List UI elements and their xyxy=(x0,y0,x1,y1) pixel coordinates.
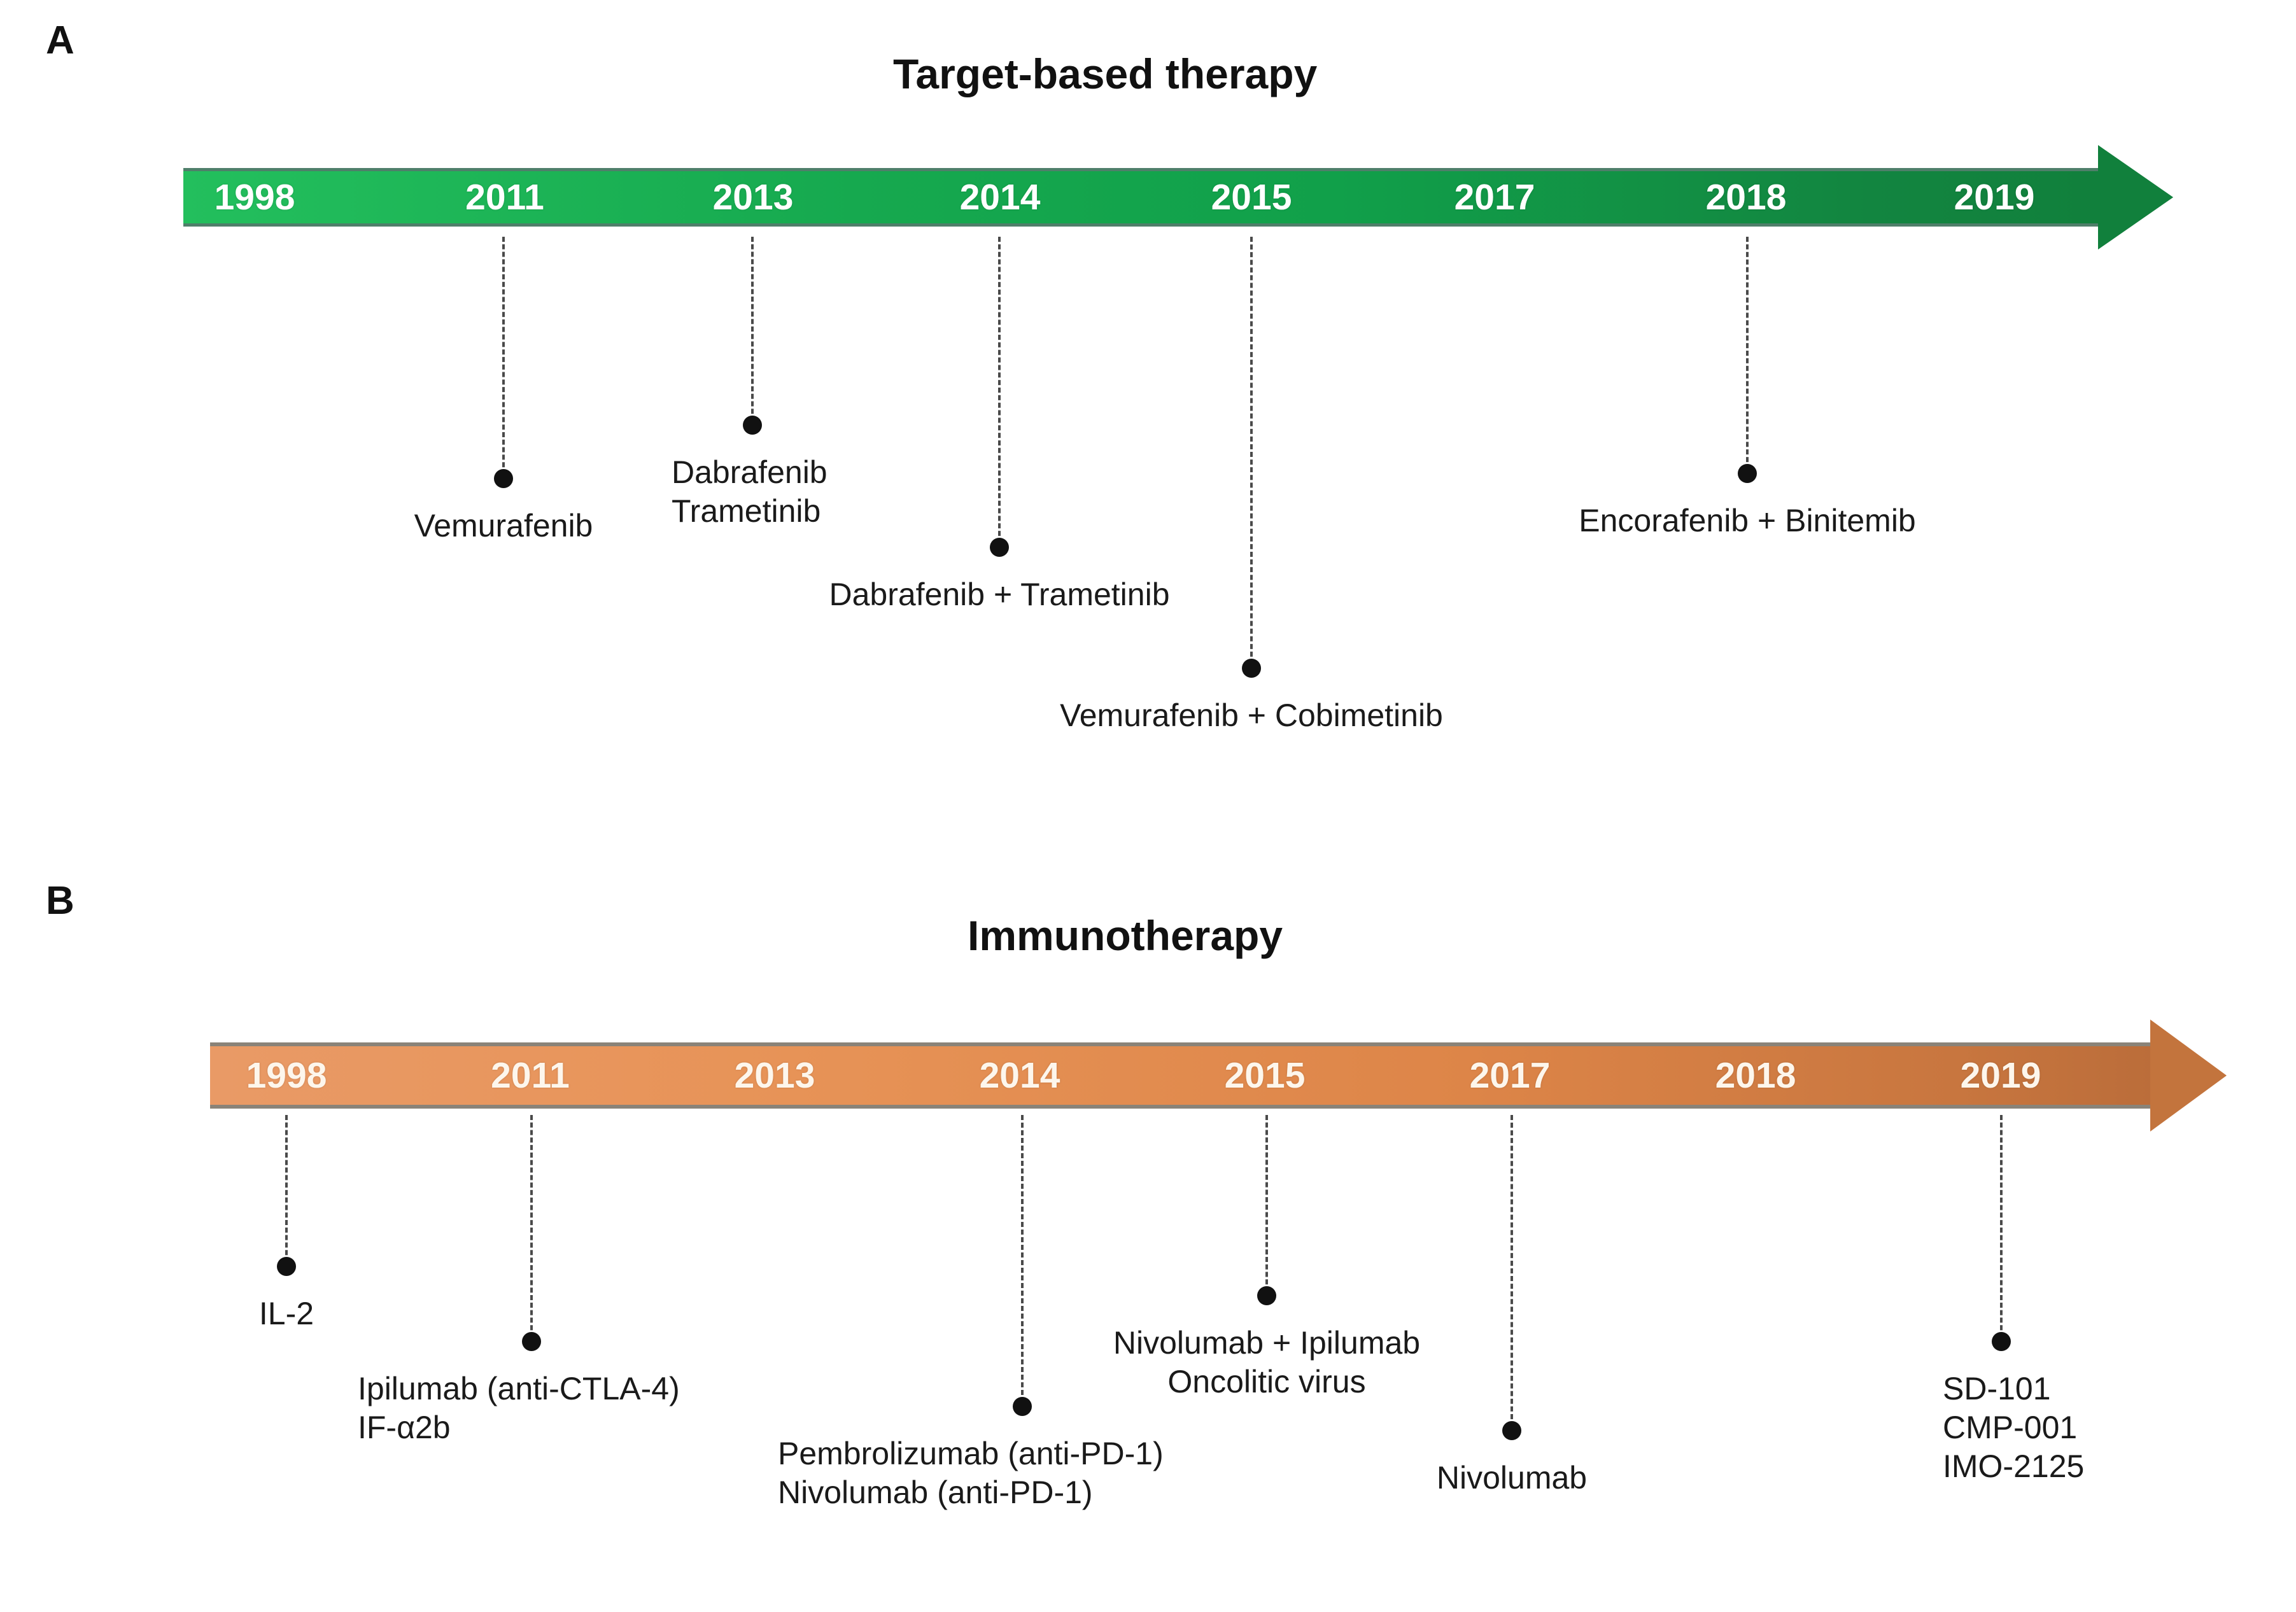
leader-line-a-2015 xyxy=(1250,237,1253,664)
event-label-a-2013: Dabrafenib Trametinib xyxy=(672,453,828,531)
year-tick-2017-a: 2017 xyxy=(1454,177,1535,218)
event-label-b-2017: Nivolumab xyxy=(1437,1459,1587,1497)
event-dot-a-2013 xyxy=(743,416,762,435)
event-label-line: Vemurafenib + Cobimetinib xyxy=(1060,697,1443,733)
leader-line-a-2014 xyxy=(998,237,1001,543)
panel-a-letter: A xyxy=(46,18,74,62)
year-tick-2018-b: 2018 xyxy=(1715,1055,1796,1096)
panel-b-title: Immunotherapy xyxy=(968,912,1283,959)
year-tick-2015-b: 2015 xyxy=(1224,1055,1306,1096)
year-tick-2019-a: 2019 xyxy=(1954,177,2035,218)
event-dot-a-2015 xyxy=(1242,659,1261,678)
timeline-bar-b xyxy=(210,1042,2152,1109)
event-label-b-1998: IL-2 xyxy=(259,1294,314,1333)
event-label-line: IL-2 xyxy=(258,1296,314,1331)
leader-line-b-2019 xyxy=(2000,1115,2003,1338)
event-label-line: SD-101 xyxy=(1943,1371,2051,1406)
event-label-line: Encorafenib + Binitemib xyxy=(1579,503,1916,538)
event-label-line: Nivolumab (anti-PD-1) xyxy=(778,1475,1093,1510)
leader-line-b-2014 xyxy=(1021,1115,1024,1403)
leader-line-a-2011 xyxy=(502,237,505,475)
year-tick-2014-b: 2014 xyxy=(979,1055,1060,1096)
event-label-line: CMP-001 xyxy=(1943,1410,2078,1445)
event-label-b-2011: Ipilumab (anti-CTLA-4) IF-α2b xyxy=(358,1370,680,1447)
year-tick-2014-a: 2014 xyxy=(959,177,1041,218)
event-label-b-2014: Pembrolizumab (anti-PD-1) Nivolumab (ant… xyxy=(778,1434,1164,1512)
leader-line-b-2017 xyxy=(1511,1115,1513,1427)
event-dot-a-2011 xyxy=(494,469,513,488)
panel-a-title: Target-based therapy xyxy=(893,50,1318,97)
event-label-line: Nivolumab + Ipilumab xyxy=(1113,1325,1421,1361)
panel-b-letter: B xyxy=(46,879,74,923)
year-tick-2018-a: 2018 xyxy=(1705,177,1787,218)
event-label-line: Pembrolizumab (anti-PD-1) xyxy=(778,1436,1164,1471)
year-tick-2019-b: 2019 xyxy=(1960,1055,2041,1096)
year-tick-2013-b: 2013 xyxy=(734,1055,815,1096)
year-tick-2011-b: 2011 xyxy=(491,1055,570,1096)
event-label-a-2014: Dabrafenib + Trametinib xyxy=(829,575,1169,614)
event-dot-b-2019 xyxy=(1992,1332,2011,1351)
event-label-a-2015: Vemurafenib + Cobimetinib xyxy=(1060,696,1443,735)
event-label-a-2018: Encorafenib + Binitemib xyxy=(1579,501,1915,540)
event-label-line: Oncolitic virus xyxy=(1167,1364,1366,1399)
event-label-line: Nivolumab xyxy=(1436,1460,1588,1496)
year-tick-2013-a: 2013 xyxy=(712,177,794,218)
timeline-axis-a: 1998 2011 2013 2014 2015 2017 2018 2019 xyxy=(183,145,2173,249)
leader-line-a-2018 xyxy=(1746,237,1749,470)
event-dot-b-2015 xyxy=(1257,1286,1276,1305)
timeline-bar-a xyxy=(183,168,2099,227)
year-tick-2011-a: 2011 xyxy=(465,177,544,218)
event-label-line: IMO-2125 xyxy=(1943,1448,2085,1484)
leader-line-b-2015 xyxy=(1265,1115,1268,1292)
event-label-b-2019: SD-101 CMP-001 IMO-2125 xyxy=(1943,1370,2084,1486)
timeline-axis-b: 1998 2011 2013 2014 2015 2017 2018 2019 xyxy=(210,1020,2227,1132)
year-tick-2015-a: 2015 xyxy=(1211,177,1292,218)
timeline-arrowhead-b xyxy=(2150,1020,2227,1132)
event-dot-b-1998 xyxy=(277,1257,296,1276)
leader-line-b-2011 xyxy=(530,1115,533,1338)
event-label-a-2011: Vemurafenib xyxy=(414,507,593,545)
timeline-arrowhead-a xyxy=(2098,145,2173,249)
event-dot-b-2017 xyxy=(1502,1421,1521,1440)
event-label-line: Dabrafenib xyxy=(672,454,828,490)
leader-line-b-1998 xyxy=(285,1115,288,1263)
event-label-b-2015: Nivolumab + Ipilumab Oncolitic virus xyxy=(1113,1324,1420,1401)
event-dot-b-2011 xyxy=(522,1332,541,1351)
event-dot-a-2014 xyxy=(990,538,1009,557)
event-label-line: Ipilumab (anti-CTLA-4) xyxy=(358,1371,680,1406)
event-label-line: Trametinib xyxy=(672,493,821,529)
event-dot-a-2018 xyxy=(1738,464,1757,483)
event-label-line: Dabrafenib + Trametinib xyxy=(829,577,1170,612)
year-tick-2017-b: 2017 xyxy=(1469,1055,1551,1096)
event-label-line: IF-α2b xyxy=(358,1410,451,1445)
leader-line-a-2013 xyxy=(751,237,754,421)
year-tick-1998-b: 1998 xyxy=(246,1055,327,1096)
event-dot-b-2014 xyxy=(1013,1397,1032,1416)
event-label-line: Vemurafenib xyxy=(414,508,593,543)
year-tick-1998-a: 1998 xyxy=(214,177,295,218)
